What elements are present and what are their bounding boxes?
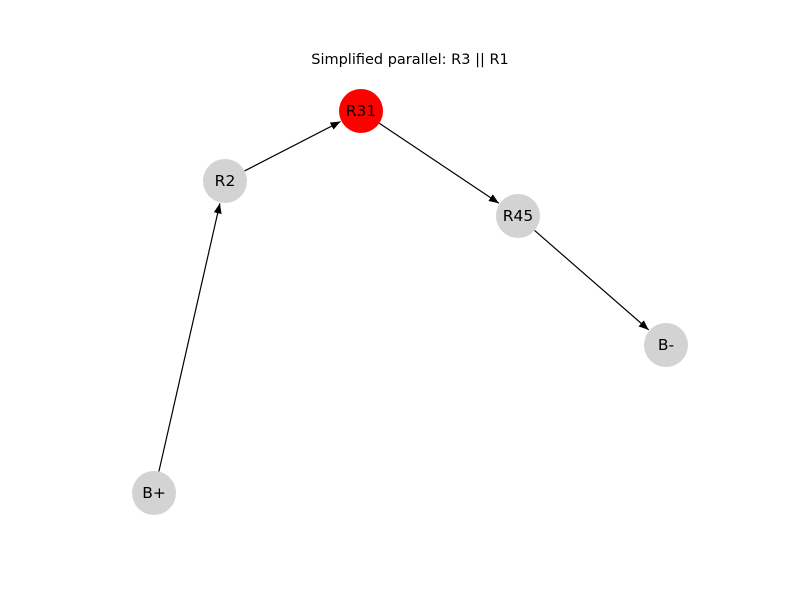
node-r45: R45 bbox=[496, 194, 540, 238]
node-circle-r2 bbox=[203, 159, 247, 203]
node-label-bminus: B- bbox=[658, 336, 674, 354]
edge-r2-to-r31 bbox=[244, 120, 341, 172]
node-circle-r45 bbox=[496, 194, 540, 238]
node-r31: R31 bbox=[339, 89, 383, 133]
edge-r31-to-r45 bbox=[378, 122, 500, 204]
diagram-title: Simplified parallel: R3 || R1 bbox=[311, 52, 509, 68]
node-label-r45: R45 bbox=[503, 207, 534, 225]
node-label-r31: R31 bbox=[346, 102, 377, 120]
node-bminus: B- bbox=[644, 323, 688, 367]
edges-layer bbox=[158, 120, 650, 472]
node-bplus: B+ bbox=[132, 471, 176, 515]
node-r2: R2 bbox=[203, 159, 247, 203]
node-circle-bminus bbox=[644, 323, 688, 367]
edge-r45-to-bminus bbox=[534, 230, 650, 331]
node-circle-r31 bbox=[339, 89, 383, 133]
edge-bplus-to-r2 bbox=[158, 203, 222, 472]
node-circle-bplus bbox=[132, 471, 176, 515]
node-label-r2: R2 bbox=[215, 172, 236, 190]
node-label-bplus: B+ bbox=[142, 484, 166, 502]
